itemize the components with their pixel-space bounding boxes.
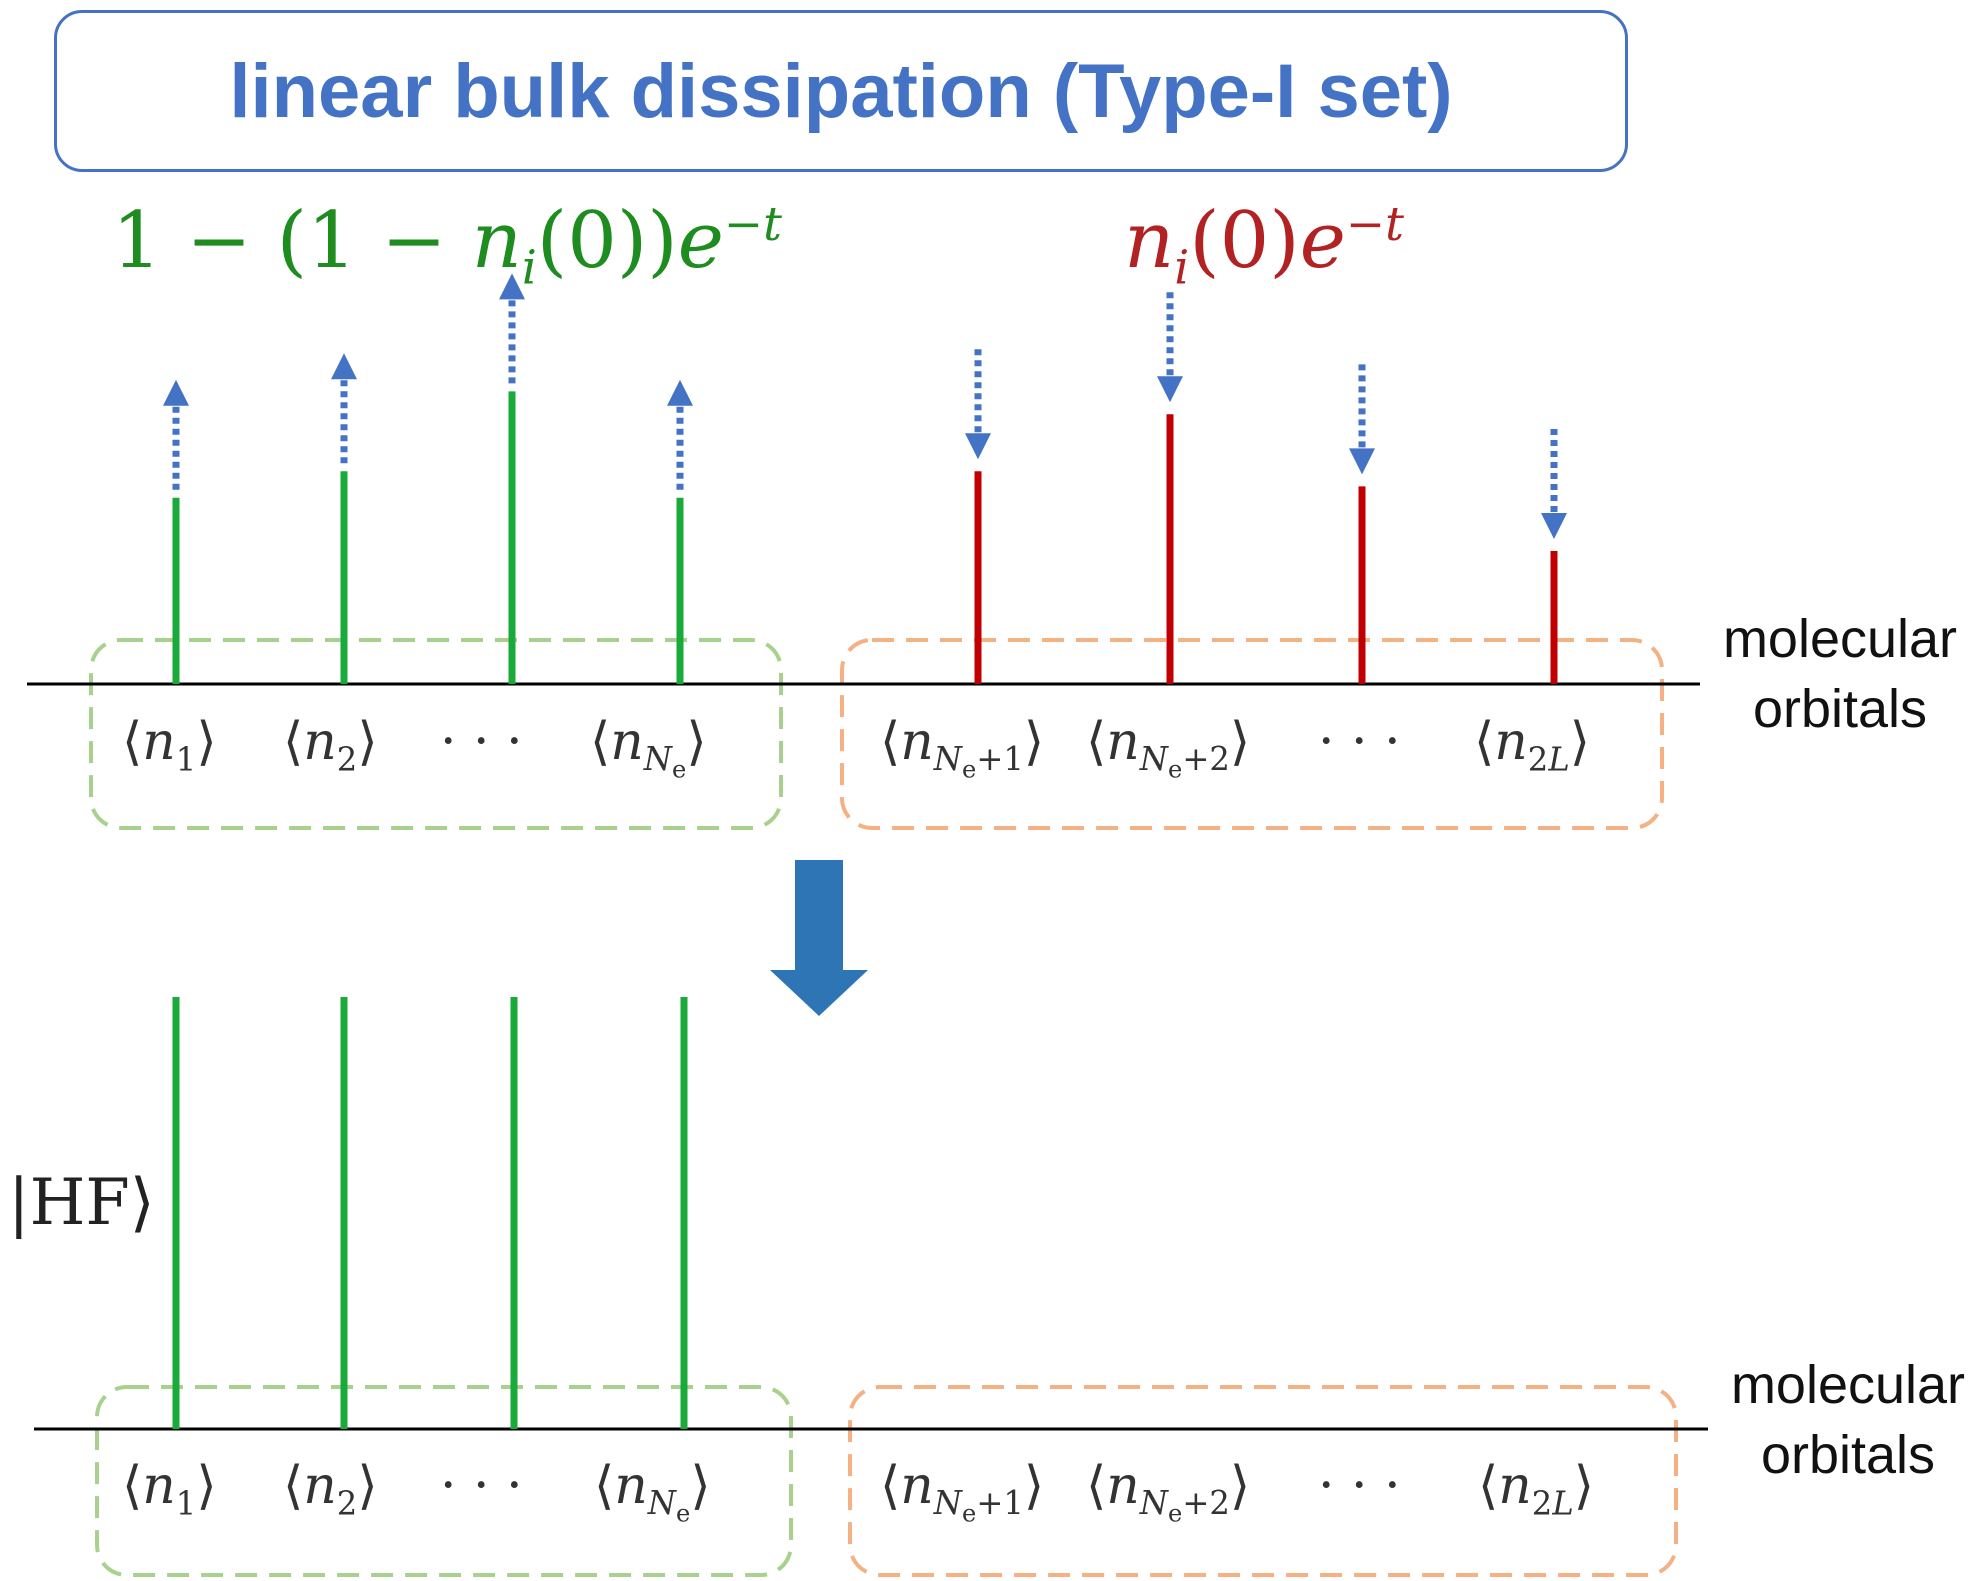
- axis-label-bottom: molecular orbitals: [1718, 1350, 1978, 1490]
- occupied-orbitals-box-bottom: [95, 1385, 793, 1577]
- orbital-dots-top: · · ·: [440, 712, 523, 772]
- orbital-label-nNe2-bottom: ⟨nNe+2⟩: [1086, 1456, 1251, 1528]
- virtual-orbitals-box-top: [840, 638, 1664, 830]
- hf-state-label: |HF⟩: [8, 1166, 155, 1240]
- orbital-label-nNe-top: ⟨nNe⟩: [590, 712, 707, 784]
- up-arrow-head-2: [331, 353, 357, 380]
- top-flow-arrows: [163, 273, 1567, 539]
- down-arrow-head-3: [1349, 448, 1375, 475]
- diagram-title: linear bulk dissipation (Type-I set): [54, 10, 1628, 172]
- orbital-label-n2-bottom: ⟨n2⟩: [283, 1456, 378, 1523]
- down-arrow-head-4: [1541, 513, 1567, 539]
- down-arrow-head-2: [1157, 376, 1183, 403]
- up-arrow-head-3: [499, 273, 525, 300]
- orbital-label-n2-top: ⟨n2⟩: [283, 712, 378, 779]
- orbital-dots-bottom-virtual: · · ·: [1318, 1456, 1401, 1516]
- orbital-label-nNe-bottom: ⟨nNe⟩: [594, 1456, 711, 1528]
- axis-label-top: molecular orbitals: [1710, 604, 1970, 744]
- orbital-label-nNe1-bottom: ⟨nNe+1⟩: [880, 1456, 1045, 1528]
- axis-label-top-line1: molecular: [1722, 609, 1958, 669]
- up-arrow-head-4: [667, 379, 693, 406]
- orbital-dots-bottom: · · ·: [440, 1456, 523, 1516]
- virtual-formula: ni(0)e−t: [1124, 196, 1404, 296]
- orbital-label-n2L-top: ⟨n2L⟩: [1474, 712, 1591, 779]
- axis-label-bottom-line1: molecular: [1730, 1355, 1966, 1415]
- bottom-occupation-bars: [172, 997, 688, 1429]
- occupied-formula: 1 − (1 − ni(0))e−t: [112, 196, 782, 296]
- virtual-orbitals-box-bottom: [848, 1385, 1678, 1577]
- big-down-arrow: [770, 860, 868, 1016]
- axis-label-bottom-line2: orbitals: [1760, 1425, 1936, 1485]
- top-occupation-bars: [172, 391, 1558, 684]
- occupied-orbitals-box-top: [89, 638, 783, 830]
- axis-label-top-line2: orbitals: [1752, 679, 1928, 739]
- orbital-label-n1-top: ⟨n1⟩: [122, 712, 217, 779]
- up-arrow-head-1: [163, 379, 189, 406]
- orbital-dots-top-virtual: · · ·: [1318, 712, 1401, 772]
- orbital-label-n2L-bottom: ⟨n2L⟩: [1478, 1456, 1595, 1523]
- down-arrow-head-1: [965, 433, 991, 460]
- orbital-label-nNe1-top: ⟨nNe+1⟩: [880, 712, 1045, 784]
- orbital-label-n1-bottom: ⟨n1⟩: [122, 1456, 217, 1523]
- orbital-label-nNe2-top: ⟨nNe+2⟩: [1086, 712, 1251, 784]
